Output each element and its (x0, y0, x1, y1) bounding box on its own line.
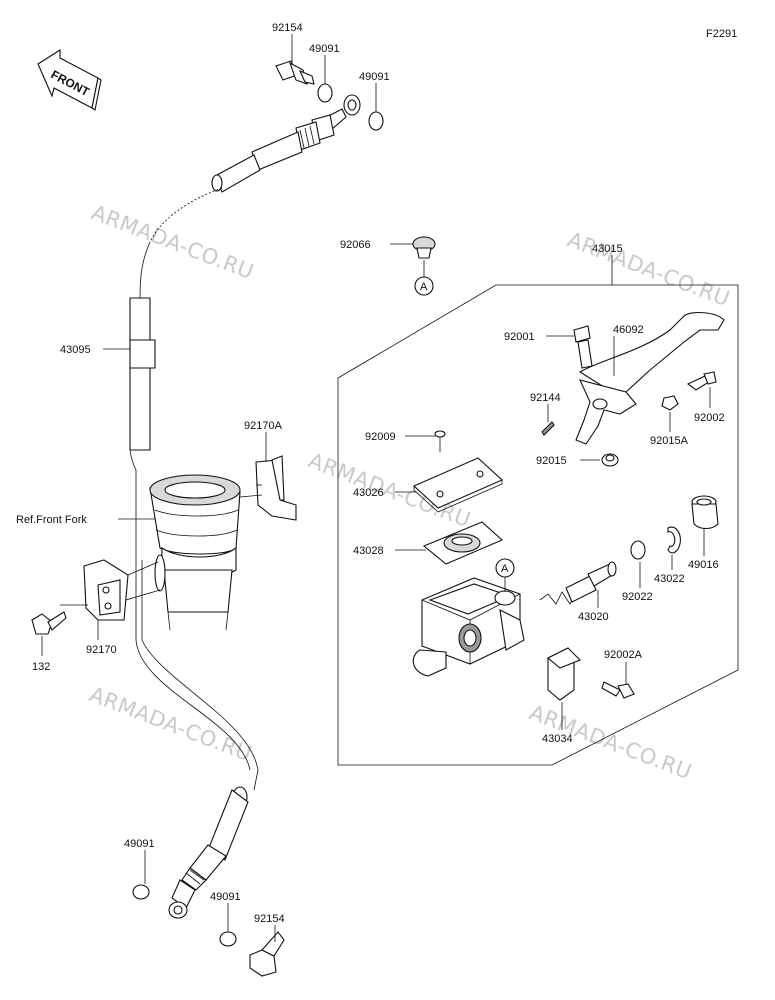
upper-banjo-bolt (275, 60, 315, 85)
part-label: 49091 (210, 891, 241, 903)
diagram-code: F2291 (706, 28, 737, 40)
part-label: 49016 (688, 559, 719, 571)
master-cylinder-body (412, 577, 525, 677)
ref-marker-label: A (420, 281, 428, 293)
clamp-92170 (83, 559, 161, 621)
part-label: 92154 (272, 22, 303, 34)
leader (239, 494, 263, 498)
part-label: 92002 (694, 412, 725, 424)
watermark: ARMADA-CO.RU (88, 200, 257, 284)
part-label: 92170 (86, 644, 117, 656)
part-label: 92015A (650, 435, 689, 447)
lower-washer-a (132, 884, 150, 900)
circlip-43022 (667, 526, 681, 554)
ref-front-fork-label: Ref.Front Fork (16, 514, 87, 526)
part-label: 92144 (530, 392, 561, 404)
lower-banjo-bolt (249, 931, 285, 977)
clutch-lever-46092 (575, 311, 725, 445)
part-label: 92015 (536, 455, 567, 467)
part-label: 92001 (504, 331, 535, 343)
part-label: 49091 (309, 43, 340, 55)
cap-92066 (412, 236, 436, 259)
watermark: ARMADA-CO.RU (564, 227, 733, 311)
part-label: 43095 (60, 344, 91, 356)
nut-92015 (601, 453, 619, 467)
pin-92144 (541, 421, 555, 436)
part-label: 46092 (613, 324, 644, 336)
bolt-92002 (686, 371, 717, 391)
part-labels: 92154 49091 49091 43095 92170A 92170 132… (32, 22, 725, 925)
holder-43034 (547, 647, 581, 701)
upper-washer-a (317, 83, 333, 103)
part-label: 92154 (254, 913, 285, 925)
lower-hose-fitting (168, 786, 249, 919)
nut-92015A (661, 395, 679, 411)
part-label: 92022 (622, 591, 653, 603)
part-label: 43020 (578, 611, 609, 623)
piston-43020 (539, 561, 617, 605)
part-label: 43034 (542, 733, 573, 745)
ref-marker-a (495, 558, 515, 578)
part-label: 132 (32, 661, 50, 673)
part-label: 49091 (124, 838, 155, 850)
clamp-92170A (255, 455, 297, 521)
part-label: 92009 (365, 431, 396, 443)
bolt-132 (31, 611, 67, 635)
front-arrow-icon: FRONT (37, 48, 102, 111)
part-label: 43028 (353, 545, 384, 557)
part-label: 43026 (353, 487, 384, 499)
assembly-boundary (337, 284, 739, 766)
boot-49016 (691, 495, 719, 530)
part-label: 49091 (359, 71, 390, 83)
ref-marker-a (414, 276, 434, 296)
upper-hose-fitting (211, 94, 361, 193)
bolt-92001 (573, 325, 593, 369)
front-fork (149, 474, 241, 631)
screw-92009 (434, 430, 446, 452)
cap-43026 (413, 457, 503, 513)
diaphragm-43028 (422, 521, 504, 565)
ref-marker-label: A (501, 563, 509, 575)
part-label: 92170A (244, 420, 283, 432)
upper-washer-b (368, 111, 384, 131)
part-label: 92066 (340, 239, 371, 251)
bolt-92002A (601, 681, 635, 699)
lower-washer-b (219, 931, 237, 947)
part-label: 43015 (592, 243, 623, 255)
part-label: 43022 (654, 573, 685, 585)
part-label: 92002A (604, 649, 643, 661)
washer-92022 (630, 540, 646, 560)
brake-hose (129, 187, 259, 791)
